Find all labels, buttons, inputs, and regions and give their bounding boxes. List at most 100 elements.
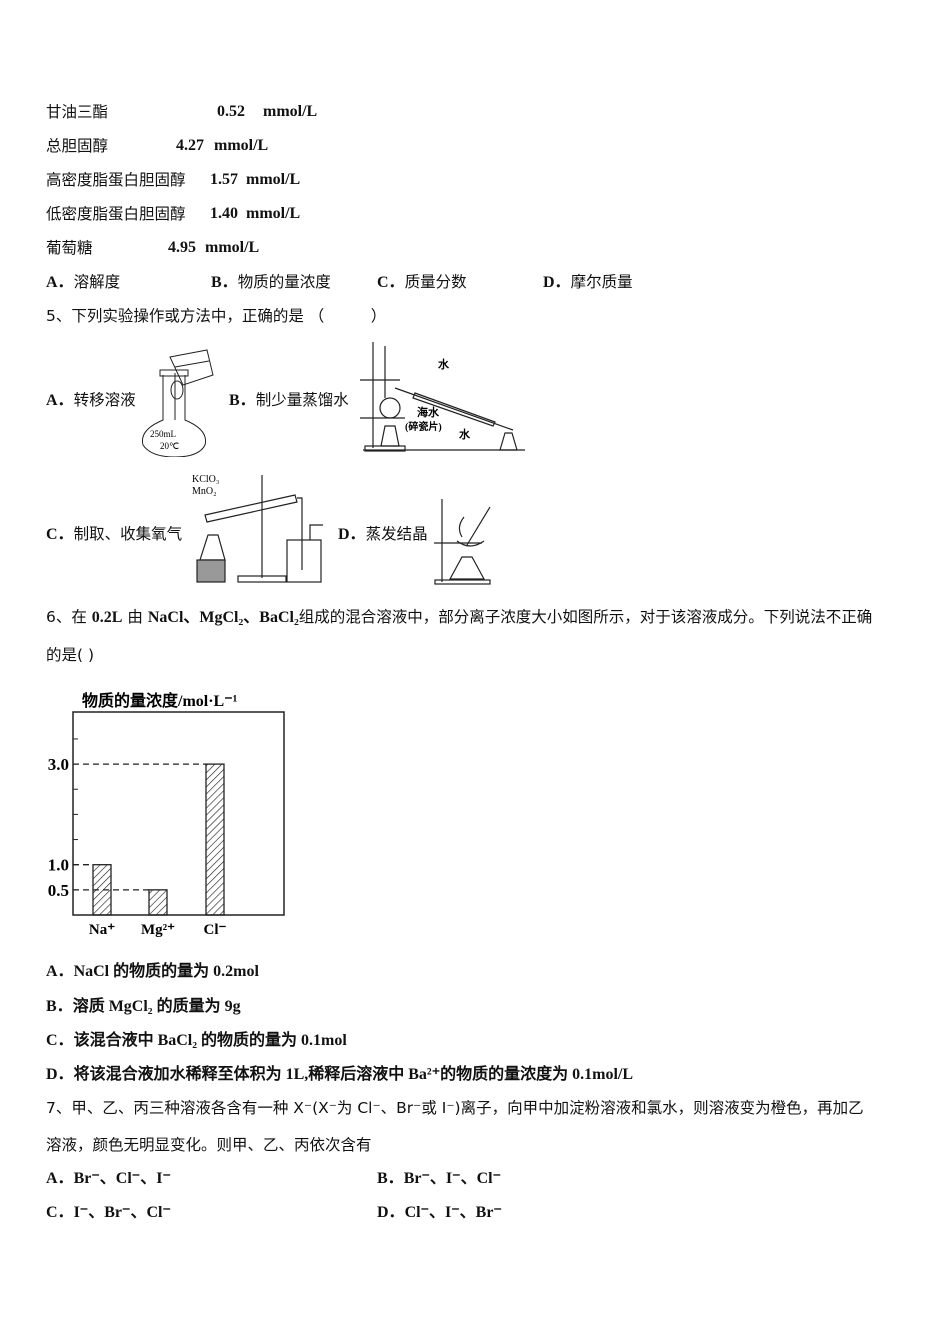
- row-name: 葡萄糖: [46, 239, 93, 257]
- option-letter: B．: [46, 998, 73, 1015]
- option-letter: D．: [377, 1204, 405, 1221]
- chips-label: (碎瓷片): [405, 420, 442, 433]
- reagent-kclo3-label: KClO₃: [192, 474, 219, 485]
- row-name: 高密度脂蛋白胆固醇: [46, 171, 186, 189]
- option-text: 该混合液中 BaCl₂ 的物质的量为 0.1mol: [73, 1032, 347, 1049]
- option-letter: A．: [46, 274, 74, 291]
- stem-text: 组成的混合溶液中，部分离子浓度大小如图所示，对于该溶液成分。下列说法不正确: [298, 608, 873, 626]
- option-text: 将该混合液加水稀释至体积为 1L,稀释后溶液中 Ba²⁺的物质的量浓度为 0.1…: [73, 1066, 634, 1083]
- option-letter: C．: [46, 526, 74, 543]
- option-text: 蒸发结晶: [365, 525, 428, 543]
- stem-salts: NaCl、MgCl₂、BaCl₂: [147, 609, 299, 626]
- x-tick-label: Cl⁻: [204, 922, 227, 938]
- q6-stem-line1: 6、在 0.2L 由 NaCl、MgCl₂、BaCl₂组成的混合溶液中，部分离子…: [46, 607, 872, 628]
- option-letter: B．: [211, 274, 238, 291]
- option-text: Br⁻、I⁻、Cl⁻: [403, 1170, 502, 1187]
- reagent-mno2-label: MnO₂: [192, 486, 217, 497]
- bar-1: [148, 889, 168, 916]
- table-row: 低密度脂蛋白胆固醇 1.40 mmol/L: [46, 204, 300, 224]
- option-text: 摩尔质量: [570, 273, 633, 291]
- option-letter: A．: [46, 392, 74, 409]
- row-name: 低密度脂蛋白胆固醇: [46, 205, 186, 223]
- option-letter: C．: [46, 1032, 74, 1049]
- option-text: 溶质 MgCl₂ 的质量为 9g: [72, 998, 241, 1015]
- row-name: 总胆固醇: [46, 137, 109, 155]
- q7-option-b: B．Br⁻、I⁻、Cl⁻: [377, 1169, 501, 1189]
- q7-option-a: A．Br⁻、Cl⁻、I⁻: [46, 1169, 171, 1189]
- option-letter: C．: [46, 1204, 74, 1221]
- option-text: 转移溶液: [73, 391, 136, 409]
- option-text: I⁻、Br⁻、Cl⁻: [73, 1204, 171, 1221]
- option-text: 质量分数: [404, 273, 467, 291]
- stem-text: 由: [122, 608, 148, 626]
- q5-stem: 5、下列实验操作或方法中，正确的是 （ ）: [46, 307, 387, 325]
- q6-option-a: A．NaCl 的物质的量为 0.2mol: [46, 961, 259, 982]
- row-unit: mmol/L: [246, 205, 301, 222]
- y-tick-label: 0.5: [48, 881, 69, 900]
- option-letter: B．: [377, 1170, 404, 1187]
- q5-option-c: C．制取、收集氧气: [46, 524, 182, 545]
- option-text: Cl⁻、I⁻、Br⁻: [404, 1204, 502, 1221]
- option-text: 制取、收集氧气: [73, 525, 183, 543]
- chart-title: 物质的量浓度/mol·L⁻¹: [82, 691, 238, 710]
- q6-option-d: D．将该混合液加水稀释至体积为 1L,稀释后溶液中 Ba²⁺的物质的量浓度为 0…: [46, 1064, 633, 1085]
- q4-option-b: B．物质的量浓度: [211, 272, 331, 293]
- chart-frame: [72, 711, 285, 916]
- water-in-label: 水: [438, 357, 450, 371]
- row-unit: mmol/L: [246, 171, 301, 188]
- option-letter: D．: [338, 526, 366, 543]
- distillation-figure: 水 海水 (碎瓷片) 水: [360, 342, 525, 452]
- flask-temp-label: 20℃: [160, 441, 179, 451]
- flask-volume-label: 250mL: [150, 429, 176, 439]
- q7-option-c: C．I⁻、Br⁻、Cl⁻: [46, 1203, 171, 1223]
- evaporation-figure: [434, 499, 491, 585]
- option-text: Br⁻、Cl⁻、I⁻: [73, 1170, 171, 1187]
- q7-stem-line2: 溶液，颜色无明显变化。则甲、乙、丙依次含有: [46, 1136, 372, 1154]
- option-text: 溶解度: [73, 273, 121, 291]
- water-out-label: 水: [459, 427, 471, 441]
- oxygen-collection-figure: KClO₃ MnO₂: [192, 474, 323, 583]
- stem-text: 6、在: [46, 608, 92, 626]
- row-value: 1.40: [210, 205, 238, 222]
- row-value: 0.52: [217, 103, 245, 120]
- option-letter: C．: [377, 274, 405, 291]
- q5-option-b: B．制少量蒸馏水: [229, 390, 349, 411]
- bar-2: [205, 763, 225, 916]
- table-row: 甘油三酯 0.52 mmol/L: [46, 102, 317, 122]
- option-text: 制少量蒸馏水: [255, 391, 349, 409]
- option-letter: A．: [46, 963, 74, 980]
- volumetric-flask-figure: 250mL 20℃: [141, 349, 214, 457]
- option-letter: A．: [46, 1170, 74, 1187]
- row-unit: mmol/L: [263, 103, 318, 120]
- x-tick-label: Na⁺: [89, 922, 115, 938]
- seawater-label: 海水: [417, 405, 440, 419]
- option-letter: D．: [46, 1066, 74, 1083]
- y-tick-label: 3.0: [48, 755, 69, 774]
- q7-option-d: D．Cl⁻、I⁻、Br⁻: [377, 1203, 502, 1223]
- q4-option-a: A．溶解度: [46, 272, 120, 293]
- q5-option-a: A．转移溶液: [46, 390, 136, 411]
- y-tick-label: 1.0: [48, 856, 69, 875]
- option-text: NaCl 的物质的量为 0.2mol: [73, 963, 259, 980]
- q5-option-d: D．蒸发结晶: [338, 524, 428, 545]
- row-unit: mmol/L: [205, 239, 260, 256]
- q6-stem-line2: 的是( ): [46, 646, 95, 664]
- ion-concentration-chart: 物质的量浓度/mol·L⁻¹ Na⁺ Mg²⁺ Cl⁻ 0.5 1.0 3.0: [48, 691, 285, 938]
- x-tick-label: Mg²⁺: [141, 922, 175, 938]
- row-value: 4.95: [168, 239, 196, 256]
- row-value: 1.57: [210, 171, 238, 188]
- q6-option-b: B．溶质 MgCl₂ 的质量为 9g: [46, 996, 241, 1017]
- row-value: 4.27: [176, 137, 204, 154]
- option-letter: D．: [543, 274, 571, 291]
- option-letter: B．: [229, 392, 256, 409]
- q7-stem-line1: 7、甲、乙、丙三种溶液各含有一种 X⁻(X⁻为 Cl⁻、Br⁻或 I⁻)离子，向…: [46, 1099, 864, 1117]
- q4-option-c: C．质量分数: [377, 272, 467, 293]
- row-name: 甘油三酯: [46, 103, 109, 121]
- q6-option-c: C．该混合液中 BaCl₂ 的物质的量为 0.1mol: [46, 1030, 347, 1051]
- stem-volume: 0.2L: [91, 609, 123, 626]
- row-unit: mmol/L: [214, 137, 269, 154]
- table-row: 高密度脂蛋白胆固醇 1.57 mmol/L: [46, 170, 300, 190]
- table-row: 葡萄糖 4.95 mmol/L: [46, 238, 259, 258]
- option-text: 物质的量浓度: [237, 273, 331, 291]
- table-row: 总胆固醇 4.27 mmol/L: [46, 136, 268, 156]
